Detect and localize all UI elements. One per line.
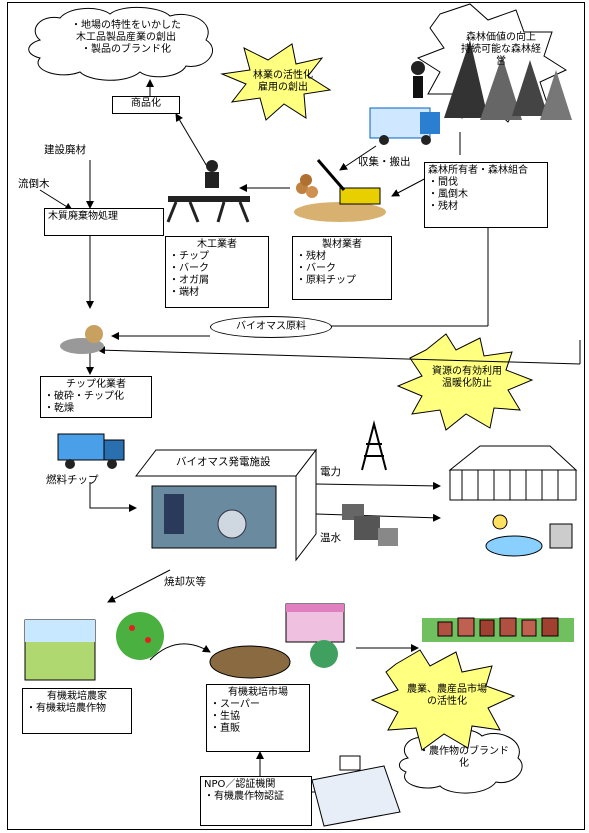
certificate-icon <box>311 755 401 827</box>
organic-market-item: ・スーパー <box>210 699 260 710</box>
star-forestry-shape <box>220 43 332 121</box>
sawmill-title: 製材業者 <box>322 239 362 250</box>
chip-maker-items: ・破砕・チップ化 ・乾燥 <box>44 391 148 415</box>
star-resource-line: 温暖化防止 <box>442 378 492 389</box>
woodworker-items: ・チップ ・バーク ・オガ屑 ・端材 <box>169 251 265 299</box>
woodworker-item: ・端材 <box>169 287 199 298</box>
star-agriculture: 農業、農産品市場 の活性化 <box>392 684 502 708</box>
woodworker-item: ・チップ <box>169 251 209 262</box>
fuel-chip-label: 燃料チップ <box>46 474 99 486</box>
arrow-truck-to-logs <box>339 145 377 171</box>
woodworker-title: 木工業者 <box>197 239 237 250</box>
commercialize-label: 商品化 <box>131 98 161 109</box>
chip-maker-item: ・破砕・チップ化 <box>44 391 124 402</box>
village-icon <box>422 617 574 642</box>
diagram-frame <box>7 2 585 830</box>
cloud-top-right: 森林価値の向上 持続可能な森林経 営 <box>446 32 556 68</box>
star-resource-line: 資源の有効利用 <box>432 366 502 377</box>
sawmill-item: ・バーク <box>296 263 336 274</box>
arrow-farm-to-market <box>149 643 211 661</box>
power-label: 電力 <box>320 466 341 478</box>
collect-label: 収集・搬出 <box>358 156 411 168</box>
woodworker-box: 木工業者 ・チップ ・バーク ・オガ屑 ・端材 <box>165 236 269 308</box>
star-resource: 資源の有効利用 温暖化防止 <box>412 366 522 390</box>
star-agriculture-line: の活性化 <box>427 696 467 707</box>
farm-icon <box>24 612 164 681</box>
arrow-fuel-chip <box>89 482 137 512</box>
sawmill-item: ・残材 <box>296 251 326 262</box>
forest-owner-title: 森林所有者・森林組合 <box>428 165 528 176</box>
star-forestry-line: 雇用の創出 <box>258 82 308 93</box>
cloud-top-left-line: 木工品製品産業の創出 <box>76 32 176 43</box>
construction-waste-label: 建設廃材 <box>44 144 86 156</box>
hot-water-label: 温水 <box>320 532 341 544</box>
chip-maker-box: チップ化業者 ・破砕・チップ化 ・乾燥 <box>40 376 152 418</box>
driftwood-label: 流倒木 <box>18 178 50 190</box>
cloud-top-right-line: 持続可能な森林経 <box>461 44 541 55</box>
cloud-top-right-line: 森林価値の向上 <box>466 32 536 43</box>
star-agriculture-line: 農業、農産品市場 <box>407 684 487 695</box>
npo-box: NPO／認証機関 ・有機農作物認証 <box>200 776 312 826</box>
bath-icon <box>485 514 573 557</box>
star-agriculture-shape <box>370 649 516 751</box>
chip-maker-item: ・乾燥 <box>44 403 74 414</box>
npo-item: ・有機農作物認証 <box>204 791 284 802</box>
chip-pile-icon <box>60 325 104 354</box>
biomass-label: バイオマス原料 <box>236 321 306 332</box>
npo-title: NPO／認証機関 <box>204 779 276 790</box>
plant-title: バイオマス発電施設 <box>176 456 271 468</box>
forest-owner-items: ・間伐 ・風倒木 ・残材 <box>428 177 544 213</box>
forest-icon <box>369 40 572 145</box>
cloud-top-left-lines: ・地場の特性をいかした 木工品製品産業の創出 ・製品のブランド化 <box>46 20 206 56</box>
greenhouse-icon <box>448 445 578 501</box>
cloud-top-right-line: 営 <box>496 56 506 67</box>
forest-owner-box: 森林所有者・森林組合 ・間伐 ・風倒木 ・残材 <box>424 162 548 228</box>
star-forestry: 林業の活性化 雇用の創出 <box>238 70 328 94</box>
organic-farmer-title: 有機栽培農家 <box>47 691 107 702</box>
arrow-ash <box>107 569 171 603</box>
organic-market-box: 有機栽培市場 ・スーパー ・生協 ・直販 <box>206 684 310 752</box>
wood-waste-label: 木質廃棄物処理 <box>48 211 118 222</box>
biomass-ellipse: バイオマス原料 <box>210 316 332 338</box>
arrow-owner-to-machinery <box>391 175 431 197</box>
cloud-brand-line: 化 <box>459 758 469 769</box>
wood-waste-box: 木質廃棄物処理 <box>44 208 164 236</box>
sawmill-item: ・原料チップ <box>296 275 356 286</box>
cloud-top-left-shape <box>28 6 213 81</box>
cloud-brand-line: ・農作物のブランド <box>419 746 509 757</box>
woodworker-item: ・オガ屑 <box>169 275 209 286</box>
cloud-brand: ・農作物のブランド 化 <box>408 746 520 770</box>
cloud-top-left: ・地場の特性をいかした 木工品製品産業の創出 ・製品のブランド化 <box>46 20 206 56</box>
ash-label: 焼却灰等 <box>164 576 206 588</box>
forest-owner-item: ・風倒木 <box>428 189 468 200</box>
star-forestry-line: 林業の活性化 <box>253 70 313 81</box>
market-icon <box>209 603 345 679</box>
forest-owner-item: ・残材 <box>428 201 458 212</box>
organic-market-item: ・生協 <box>210 711 240 722</box>
cloud-top-left-line: ・地場の特性をいかした <box>71 20 181 31</box>
forest-owner-item: ・間伐 <box>428 177 458 188</box>
chip-truck-icon <box>57 433 125 469</box>
organic-market-items: ・スーパー ・生協 ・直販 <box>210 699 306 735</box>
organic-farmer-box: 有機栽培農家 ・有機栽培農作物 <box>22 688 132 734</box>
arrow-power <box>315 481 441 490</box>
chip-maker-title: チップ化業者 <box>66 379 126 390</box>
sawmill-items: ・残材 ・バーク ・原料チップ <box>296 251 388 287</box>
sawmill-box: 製材業者 ・残材 ・バーク ・原料チップ <box>292 236 392 300</box>
log-loader-icon <box>294 159 386 222</box>
arrow-woodworker-to-commercialize <box>175 113 209 169</box>
organic-farmer-item: ・有機栽培農作物 <box>26 703 106 714</box>
star-resource-shape <box>396 333 534 431</box>
line-bottom-right <box>97 346 581 365</box>
arrow-driftwood <box>39 189 73 211</box>
power-tower-icon <box>361 420 387 471</box>
wood-craftsman-icon <box>166 160 250 223</box>
cloud-top-left-line: ・製品のブランド化 <box>81 44 171 55</box>
organic-market-item: ・直販 <box>210 723 240 734</box>
organic-market-title: 有機栽培市場 <box>228 687 288 698</box>
commercialize-box: 商品化 <box>112 96 180 114</box>
pipe-icon <box>342 504 398 546</box>
woodworker-item: ・バーク <box>169 263 209 274</box>
